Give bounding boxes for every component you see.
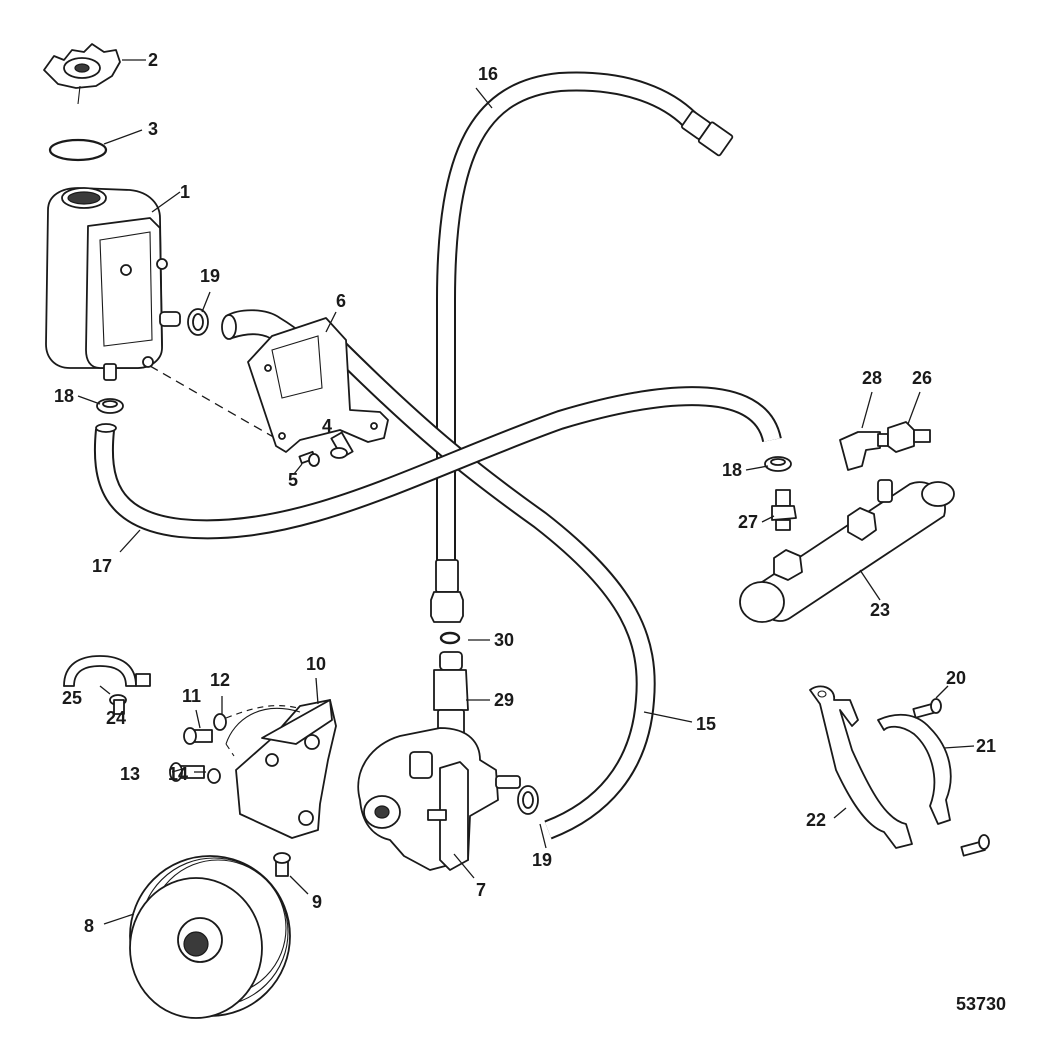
hose-clamp (96, 398, 124, 414)
screw (183, 727, 213, 745)
pulley (129, 855, 291, 1019)
screw (330, 431, 354, 459)
elbow-fitting (839, 431, 889, 471)
callout-18: 18 (54, 386, 74, 406)
callout-28: 28 (862, 368, 882, 388)
o-ring (48, 138, 108, 162)
callout-18: 18 (722, 460, 742, 480)
callout-21: 21 (976, 736, 996, 756)
callout-11: 11 (182, 686, 201, 706)
callout-25: 25 (62, 688, 82, 708)
fitting (771, 489, 797, 531)
callout-23: 23 (870, 600, 890, 620)
return-hose (322, 332, 656, 840)
callout-4: 4 (322, 416, 332, 436)
screw (298, 450, 320, 467)
washer-guide-line (225, 705, 299, 719)
callout-8: 8 (84, 916, 94, 936)
reservoir-cap (43, 43, 121, 105)
pump-bracket (225, 699, 337, 839)
fluid-reservoir (45, 187, 181, 381)
screw (109, 694, 127, 715)
reservoir-bracket (247, 317, 389, 453)
fluid-cooler (739, 479, 955, 623)
screw (960, 834, 990, 857)
strap (877, 713, 952, 825)
callout-19: 19 (532, 850, 552, 870)
power-steering-pump (357, 727, 521, 871)
callout-labels: 2 3 1 19 6 16 4 5 18 17 28 26 18 27 23 3… (54, 50, 1006, 1014)
clamp (63, 655, 151, 687)
strap (809, 685, 913, 849)
fitting (433, 651, 469, 741)
diagram-id: 53730 (956, 994, 1006, 1014)
screw (273, 852, 291, 877)
callout-7: 7 (476, 880, 486, 900)
callout-29: 29 (494, 690, 514, 710)
o-ring (439, 631, 461, 645)
callout-17: 17 (92, 556, 112, 576)
supply-hose (93, 386, 782, 540)
mounting-line (149, 365, 283, 443)
pressure-hose (430, 71, 734, 623)
callout-5: 5 (288, 470, 298, 490)
callout-24: 24 (106, 708, 126, 728)
callout-6: 6 (336, 291, 346, 311)
callout-13: 13 (120, 764, 140, 784)
washer (213, 713, 227, 731)
hose-clamp (764, 456, 792, 472)
callout-3: 3 (148, 119, 158, 139)
callout-30: 30 (494, 630, 514, 650)
callout-15: 15 (696, 714, 716, 734)
screw (912, 698, 942, 719)
callout-26: 26 (912, 368, 932, 388)
hose-end (95, 423, 117, 433)
callout-12: 12 (210, 670, 230, 690)
callout-10: 10 (306, 654, 326, 674)
leader-lines (77, 59, 975, 925)
callout-22: 22 (806, 810, 826, 830)
callout-20: 20 (946, 668, 966, 688)
callout-27: 27 (738, 512, 758, 532)
callout-14: 14 (168, 764, 188, 784)
callout-2: 2 (148, 50, 158, 70)
hose-clamp (187, 308, 209, 336)
hose-clamp (517, 785, 539, 815)
callout-19: 19 (200, 266, 220, 286)
callout-16: 16 (478, 64, 498, 84)
fitting (887, 421, 931, 453)
washer (207, 768, 221, 784)
callout-9: 9 (312, 892, 322, 912)
callout-1: 1 (180, 182, 190, 202)
